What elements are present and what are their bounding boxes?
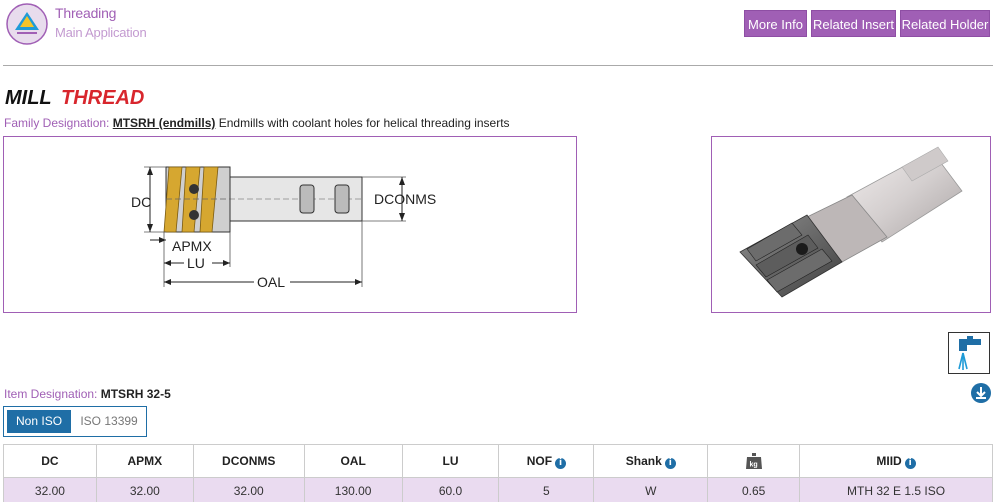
endmill-drawing: DC DCONMS APMX LU OAL [131,166,436,290]
miid-info-icon[interactable]: i [904,457,916,469]
download-icon[interactable] [970,382,992,404]
table-row: 32.00 32.00 32.00 130.00 60.0 5 W 0.65 M… [3,477,993,502]
standard-tabs: Non ISO ISO 13399 [3,406,147,437]
cell-apmx: 32.00 [95,477,194,502]
label-dconms: DCONMS [374,191,436,207]
cell-lu: 60.0 [401,477,500,502]
coolant-supply-button[interactable] [948,332,990,374]
shank-info-icon[interactable]: i [664,457,676,469]
coolant-tap-icon [958,336,981,370]
family-description: Endmills with coolant holes for helical … [218,116,510,130]
page-header: Threading Main Application More Info Rel… [0,0,1000,66]
tab-non-iso[interactable]: Non ISO [7,410,72,433]
item-designation-label: Item Designation: [4,387,98,401]
related-holder-button[interactable]: Related Holder [900,10,990,37]
item-designation-value: MTSRH 32-5 [100,387,171,401]
weight-kg-icon: kg [745,453,762,469]
label-lu: LU [187,255,205,271]
cell-dconms: 32.00 [192,477,305,502]
header-lu: LU [401,444,500,478]
item-designation: Item Designation: MTSRH 32-5 [4,387,171,401]
cell-nof: 5 [498,477,595,502]
header-divider [3,65,993,66]
technical-drawing: DC DCONMS APMX LU OAL [3,136,577,313]
header-dconms: DCONMS [192,444,305,478]
header-apmx: APMX [95,444,194,478]
label-oal: OAL [257,274,285,290]
cell-oal: 130.00 [303,477,403,502]
threading-logo-icon [6,3,48,45]
family-designation: Family Designation: MTSRH (endmills) End… [4,116,510,130]
more-info-button[interactable]: More Info [744,10,807,37]
product-photo [711,136,991,313]
related-insert-button[interactable]: Related Insert [811,10,896,37]
header-oal: OAL [303,444,403,478]
cell-dc: 32.00 [3,477,97,502]
label-apmx: APMX [172,238,212,254]
tab-iso-13399[interactable]: ISO 13399 [80,414,138,428]
endmill-photo-image [739,146,963,298]
header-weight: kg [707,444,801,478]
cell-miid: MTH 32 E 1.5 ISO [799,477,993,502]
label-dc: DC [131,194,151,210]
breadcrumb-main-application[interactable]: Main Application [55,25,147,40]
cell-shank: W [593,477,709,502]
family-designation-link[interactable]: MTSRH (endmills) [112,116,216,130]
brand-part-mill: MILL [5,87,52,108]
millthread-brand-logo: MILL THREAD [5,87,144,108]
family-designation-label: Family Designation: [4,116,110,130]
brand-part-thread: THREAD [61,87,144,108]
cell-weight: 0.65 [707,477,801,502]
header-dc: DC [3,444,97,478]
weight-kg-text: kg [749,462,757,469]
breadcrumb-threading[interactable]: Threading [55,5,117,21]
nof-info-icon[interactable]: i [555,457,567,469]
